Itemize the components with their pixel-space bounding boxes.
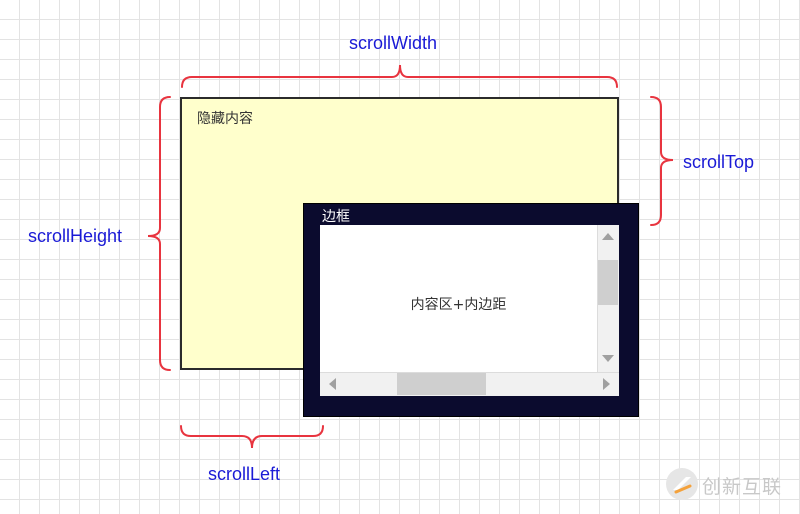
scroll-width-label: scrollWidth xyxy=(349,33,438,53)
scroll-left-brace xyxy=(180,425,324,449)
horizontal-scroll-thumb[interactable] xyxy=(397,373,486,395)
scroll-left-label: scrollLeft xyxy=(208,464,281,484)
hidden-content-label: 隐藏内容 xyxy=(197,111,253,127)
watermark-logo-icon xyxy=(666,468,698,500)
scroll-top-brace xyxy=(650,96,674,226)
scroll-right-arrow-icon[interactable] xyxy=(603,378,610,390)
scroll-width-brace xyxy=(181,64,618,88)
scroll-height-label: scrollHeight xyxy=(28,226,123,246)
scroll-height-brace xyxy=(147,96,171,371)
watermark-text: 创新互联 xyxy=(702,476,783,498)
border-label: 边框 xyxy=(322,209,350,225)
scroll-down-arrow-icon[interactable] xyxy=(602,355,614,362)
content-padding-area xyxy=(320,225,597,372)
scroll-top-label: scrollTop xyxy=(683,152,755,172)
scroll-left-arrow-icon[interactable] xyxy=(329,378,336,390)
content-padding-label: 内容区+内边距 xyxy=(410,297,507,313)
scroll-up-arrow-icon[interactable] xyxy=(602,233,614,240)
vertical-scroll-thumb[interactable] xyxy=(598,260,618,305)
